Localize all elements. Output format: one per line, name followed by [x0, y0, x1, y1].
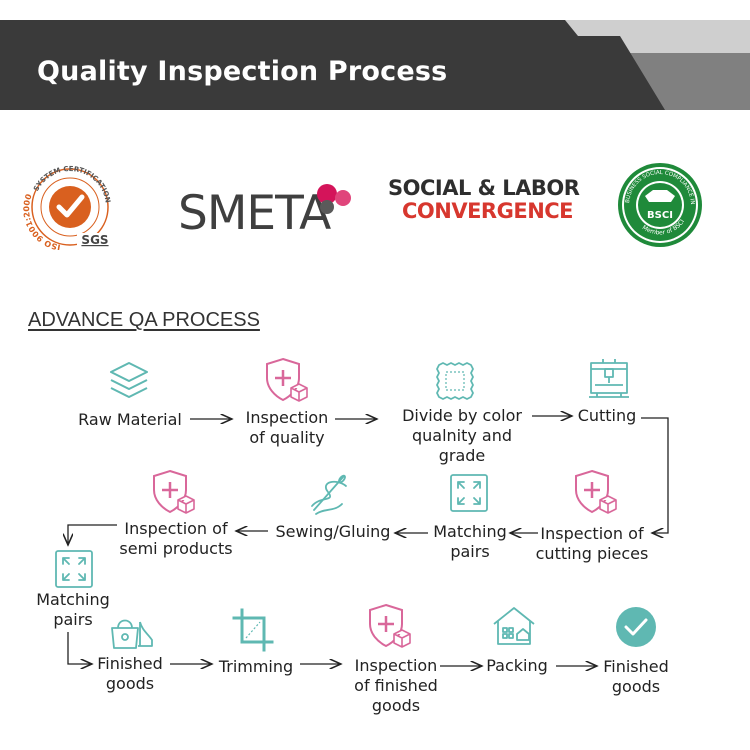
header-background-dark [0, 20, 665, 110]
page-title: Quality Inspection Process [37, 56, 448, 87]
slc-logo-line1: SOCIAL & LABOR [388, 176, 580, 200]
step-inspection-of-semi-products: Inspection of semi products [119, 519, 233, 558]
step-packing: Packing [486, 656, 548, 675]
step-sewing-gluing: Sewing/Gluing [275, 522, 391, 541]
section-heading: ADVANCE QA PROCESS [28, 309, 260, 331]
step-cutting: Cutting [577, 406, 637, 425]
crop-icon [232, 608, 274, 652]
arrow-matching-to-finished [67, 632, 92, 664]
check-circle-icon [616, 607, 656, 647]
sgs-iso-logo: SYSTEM CERTIFICATION ISO 9001:2000 SGS [22, 165, 113, 250]
check-icon [56, 194, 85, 218]
shield-plus-box-icon [153, 469, 195, 514]
step-raw-material: Raw Material [78, 410, 182, 429]
slc-logo-line2: CONVERGENCE [402, 199, 574, 223]
shield-plus-box-icon [266, 357, 308, 402]
step-matching-pairs-2: Matching pairs [36, 590, 110, 629]
step-divide-by-color: Divide by color qualnity and grade [402, 406, 522, 465]
step-inspection-of-finished-goods: Inspection of finished goods [354, 656, 438, 715]
needle-thread-icon [311, 474, 347, 515]
bsci-center-text: BSCI [647, 210, 673, 221]
smeta-logo-text: SMETA [178, 186, 331, 241]
arrow-cutting-to-inspection-cutting [641, 417, 669, 533]
arrow-inspection-semi-to-matching [68, 524, 117, 545]
bsci-logo: BUSINESS SOCIAL COMPLIANCE INITIATIVE Me… [615, 160, 702, 247]
step-inspection-of-quality: Inspection of quality [245, 408, 329, 447]
warehouse-icon [493, 607, 535, 645]
smeta-dots-logo [317, 184, 351, 214]
bag-and-shoe-icon [111, 619, 153, 649]
sgs-brand-text: SGS [81, 233, 108, 247]
cutting-machine-icon [589, 359, 629, 398]
step-matching-pairs-1: Matching pairs [433, 522, 507, 561]
step-finished-goods-1: Finished goods [97, 654, 163, 693]
fabric-swatch-icon [436, 362, 474, 400]
shield-plus-box-icon [575, 469, 617, 514]
step-inspection-of-cutting-pieces: Inspection of cutting pieces [535, 524, 649, 563]
expand-arrows-icon [450, 474, 488, 512]
step-finished-goods-2: Finished goods [603, 657, 669, 696]
layers-icon [110, 362, 148, 398]
step-trimming: Trimming [218, 657, 294, 676]
expand-arrows-icon [55, 550, 93, 588]
shield-plus-box-icon [369, 603, 411, 648]
